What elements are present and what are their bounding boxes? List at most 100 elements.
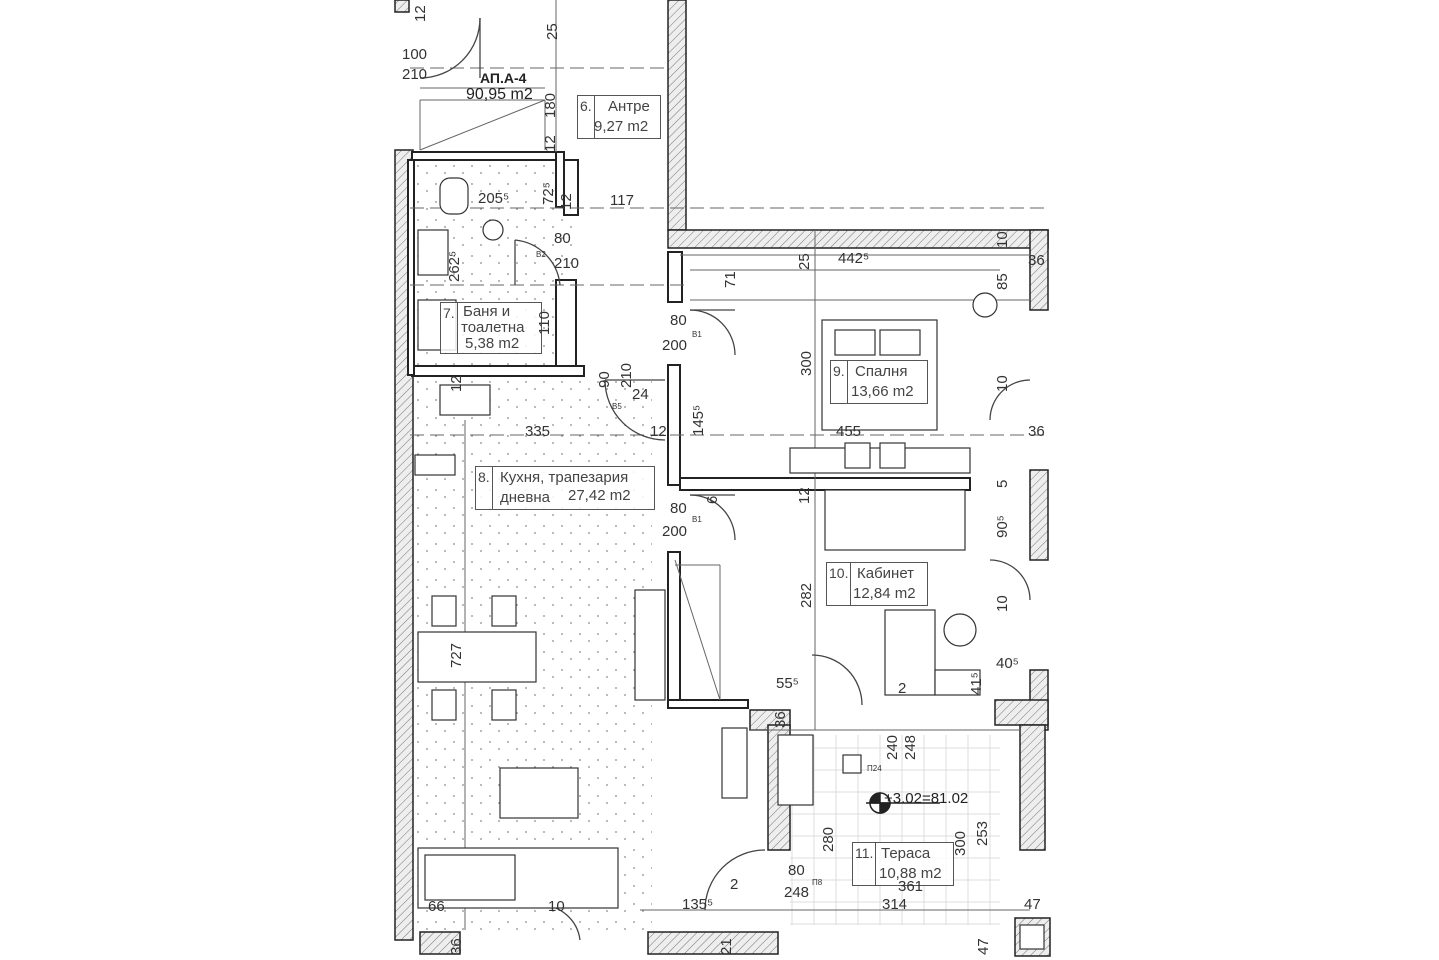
dimension-label: 314	[882, 896, 908, 913]
dimension-label: 442⁵	[838, 250, 870, 267]
dimension-label: 41⁵	[968, 672, 985, 695]
sofa-seat	[424, 854, 516, 901]
dimension-label: 135⁵	[682, 896, 714, 913]
room-area: 10,88 m2	[879, 865, 942, 882]
plan-lines	[410, 0, 1050, 930]
dimension-label: 12	[542, 135, 559, 152]
room-area: 9,27 m2	[594, 118, 649, 135]
dimension-label: 80	[670, 312, 687, 329]
room-area: 27,42 m2	[568, 487, 631, 504]
terrace-bench	[721, 727, 748, 799]
room-area: 13,66 m2	[851, 383, 914, 400]
dimension-label: 40⁵	[996, 655, 1019, 672]
dimension-label: 10	[994, 595, 1011, 612]
terrace-drain	[842, 754, 862, 774]
dimension-label: 47	[1024, 896, 1041, 913]
dimension-label: 85	[994, 273, 1011, 290]
ceiling-lamp	[972, 292, 998, 318]
washbasin	[417, 229, 449, 276]
dimension-label: 145⁵	[690, 404, 707, 436]
room-number: 8.	[476, 467, 493, 509]
dimension-label: 10	[548, 898, 565, 915]
coffee-table	[499, 767, 579, 819]
room-label-kitchen-living: 8. Кухня, трапезария дневна 27,42 m2	[475, 466, 655, 510]
floor-drain	[482, 219, 504, 241]
kitchen-sink	[439, 384, 491, 416]
room-name-line1: Кухня, трапезария	[500, 469, 629, 486]
door-tag-b1-bedroom: B1	[692, 330, 702, 339]
dimension-label: 335	[525, 423, 551, 440]
room-name: Спалня	[855, 363, 908, 380]
cooktop	[414, 454, 456, 476]
dimension-label: 210	[618, 362, 635, 388]
dimension-label: 12	[650, 423, 667, 440]
dimension-label: 80	[554, 230, 571, 247]
dimension-label: 300	[798, 350, 815, 376]
dining-table	[417, 631, 537, 683]
toilet	[439, 177, 469, 215]
dimension-label: 21	[718, 938, 735, 955]
dimension-label: 282	[798, 582, 815, 608]
dimension-label: 280	[820, 826, 837, 852]
dimension-label: 262⁵	[446, 250, 463, 282]
room-label-terrace: 11. Тераса 10,88 m2	[852, 842, 954, 886]
door-swings	[419, 17, 1031, 941]
dimension-label: 253	[974, 820, 991, 846]
dimension-label: 361	[898, 878, 924, 895]
dimension-label: 72⁵	[540, 182, 557, 205]
door-tag-p8: П8	[812, 878, 823, 887]
desk	[884, 609, 936, 696]
dimension-label: 117	[610, 192, 634, 209]
dimension-label: 47	[975, 938, 992, 955]
dimension-label: 36	[1028, 423, 1045, 440]
dimension-label: 55⁵	[776, 675, 799, 692]
dimension-label: 300	[952, 830, 969, 856]
room-name-line2: дневна	[500, 489, 550, 506]
dimension-label: 66	[428, 898, 445, 915]
dimension-label: 6	[704, 495, 721, 504]
terrace-floor	[790, 735, 1000, 925]
apartment-area: 90,95 m2	[466, 86, 533, 103]
tv-unit	[634, 589, 666, 701]
bed-pillow-2	[879, 329, 921, 356]
dimension-label: 24	[632, 386, 649, 403]
dimension-label: 100	[402, 46, 428, 63]
room-label-bedroom: 9. Спалня 13,66 m2	[830, 360, 928, 404]
dimension-label: 36	[772, 711, 789, 728]
door-tag-b1-study: B1	[692, 515, 702, 524]
dimension-label: 80	[670, 500, 687, 517]
room-number: 6.	[578, 96, 595, 138]
dimension-label: 205⁵	[478, 190, 510, 207]
chair-1	[431, 595, 457, 627]
room-name: Кабинет	[857, 565, 915, 582]
armchair	[934, 669, 981, 696]
dimension-label: 71	[722, 271, 739, 288]
dimension-label: 25	[544, 23, 561, 40]
dimension-label: 12	[412, 5, 429, 22]
room-name: Антре	[608, 98, 650, 115]
chair-3	[431, 689, 457, 721]
room-name-line1: Баня и	[463, 303, 511, 320]
room-label-study: 10. Кабинет 12,84 m2	[826, 562, 928, 606]
dimension-label: 10	[994, 231, 1011, 248]
dimension-label: 240	[884, 734, 901, 760]
nightstand-2	[879, 442, 906, 469]
room-area: 12,84 m2	[853, 585, 916, 602]
dimension-label: 110	[536, 311, 553, 335]
dimension-label: 210	[554, 255, 580, 272]
dimension-label: 12	[448, 375, 465, 392]
terrace-table	[777, 734, 814, 806]
room-name: Тераса	[881, 845, 931, 862]
dimension-label: 90⁵	[994, 515, 1011, 538]
dimension-label: 12	[796, 487, 813, 504]
interior-walls	[407, 151, 971, 709]
dimension-label: 200	[662, 523, 688, 540]
dimension-label: 36	[448, 938, 465, 955]
room-number: 10.	[827, 563, 852, 605]
dimension-label: 248	[902, 734, 919, 760]
level-mark: +3.02=81.02	[884, 790, 969, 807]
bed-pillow-1	[834, 329, 876, 356]
room-number: 7.	[441, 303, 458, 353]
dimension-label: 25	[796, 253, 813, 270]
